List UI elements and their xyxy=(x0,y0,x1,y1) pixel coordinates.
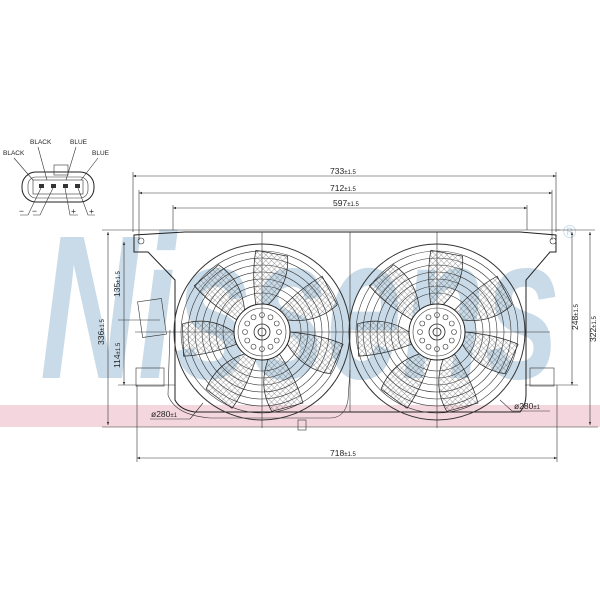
wire-polarity-3: + xyxy=(71,206,76,216)
dim-248-value: 248 xyxy=(570,316,580,330)
fan-blade xyxy=(453,275,513,321)
dim-733-tol: ±1.5 xyxy=(344,170,356,176)
dim-336-value: 336 xyxy=(96,331,106,345)
svg-text:135±1.5: 135±1.5 xyxy=(112,271,122,297)
fan-blade xyxy=(357,320,413,357)
connector-diagram: BLACK BLACK BLUE BLUE − − + + xyxy=(3,139,110,216)
dim-712-tol: ±1.5 xyxy=(344,187,356,193)
dim-fan-right-tol: ±1 xyxy=(533,405,540,411)
svg-text:718±1.5: 718±1.5 xyxy=(330,448,356,458)
wire-polarity-4: + xyxy=(89,206,94,216)
dim-336-tol: ±1.5 xyxy=(100,319,106,331)
dim-322-tol: ±1.5 xyxy=(592,316,598,328)
svg-text:322±1.5: 322±1.5 xyxy=(588,316,598,342)
svg-text:712±1.5: 712±1.5 xyxy=(330,183,356,193)
dim-135-tol: ±1.5 xyxy=(116,271,122,283)
fan-blade xyxy=(193,264,245,321)
fan-blade xyxy=(368,264,420,321)
svg-text:114±1.5: 114±1.5 xyxy=(112,342,122,368)
svg-text:597±1.5: 597±1.5 xyxy=(333,198,359,208)
fan-right xyxy=(348,232,526,428)
dim-597-tol: ±1.5 xyxy=(347,202,359,208)
dim-114-tol: ±1.5 xyxy=(116,342,122,354)
fan-blade xyxy=(278,275,338,321)
svg-text:ø280±1: ø280±1 xyxy=(151,409,178,419)
wire-label-1: BLACK xyxy=(3,150,25,157)
dim-322-value: 322 xyxy=(588,328,598,342)
registered-mark: ® xyxy=(563,222,576,242)
fan-left xyxy=(173,232,351,428)
dim-114-value: 114 xyxy=(112,354,122,368)
fan-blade xyxy=(182,320,238,357)
dim-733-value: 733 xyxy=(330,166,344,176)
dim-718-tol: ±1.5 xyxy=(344,452,356,458)
fan-blade xyxy=(286,331,344,375)
dim-fan-left-value: ø280 xyxy=(151,409,171,419)
svg-text:248±1.5: 248±1.5 xyxy=(570,304,580,330)
fan-blade xyxy=(380,353,432,409)
fan-blade xyxy=(438,353,479,412)
dim-712-value: 712 xyxy=(330,183,344,193)
wire-polarity-1: − xyxy=(19,206,24,216)
wire-label-4: BLUE xyxy=(92,150,110,157)
dim-718-value: 718 xyxy=(330,448,344,458)
dim-135-value: 135 xyxy=(112,283,122,297)
svg-text:336±1.5: 336±1.5 xyxy=(96,319,106,345)
wire-label-2: BLACK xyxy=(30,139,52,146)
dimension-lines: 733±1.5 712±1.5 597±1.5 718±1.5 336±1.5 … xyxy=(96,166,598,462)
fan-blade xyxy=(205,353,257,409)
dim-248-tol: ±1.5 xyxy=(574,304,580,316)
svg-text:733±1.5: 733±1.5 xyxy=(330,166,356,176)
wire-label-3: BLUE xyxy=(70,139,88,146)
wire-polarity-2: − xyxy=(32,206,37,216)
fan-blade xyxy=(263,353,304,412)
dim-fan-left-tol: ±1 xyxy=(170,413,177,419)
dim-597-value: 597 xyxy=(333,198,347,208)
fan-blade xyxy=(461,331,519,375)
